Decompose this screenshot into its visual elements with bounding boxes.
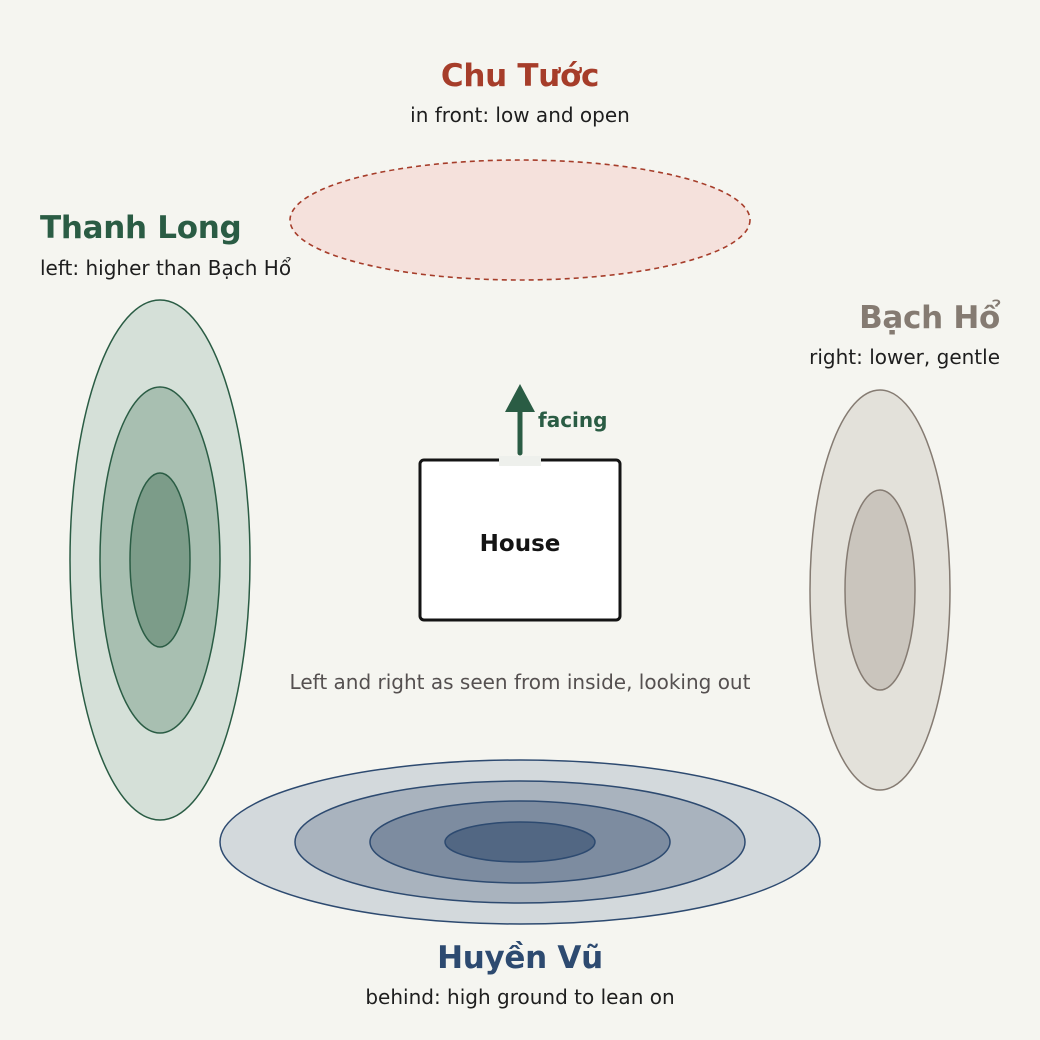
facing-arrow-head-icon: [505, 384, 535, 412]
house-label: House: [479, 531, 561, 557]
huyen-vu-title: Huyền Vũ: [437, 940, 603, 976]
thanh-long-title: Thanh Long: [40, 210, 242, 246]
chu-tuoc-title: Chu Tước: [440, 58, 600, 94]
huyen-vu-ring-4: [444, 821, 596, 863]
chu-tuoc-shape: [289, 159, 751, 281]
huyen-vu-shape: [219, 759, 821, 925]
bach-ho-title: Bạch Hổ: [859, 300, 1000, 336]
bach-ho-ring-inner: [844, 489, 916, 691]
bach-ho-subtitle: right: lower, gentle: [809, 345, 1000, 369]
bach-ho-shape: [809, 389, 951, 791]
facing-arrow: [505, 384, 535, 456]
thanh-long-ring-inner: [129, 472, 191, 648]
facing-label: facing: [538, 408, 608, 432]
house-door-gap: [499, 456, 541, 466]
thanh-long-shape: [69, 299, 251, 821]
thanh-long-subtitle: left: higher than Bạch Hổ: [40, 256, 292, 280]
chu-tuoc-subtitle: in front: low and open: [410, 103, 630, 127]
chu-tuoc-oval: [289, 159, 751, 281]
huyen-vu-subtitle: behind: high ground to lean on: [365, 985, 675, 1009]
orientation-note: Left and right as seen from inside, look…: [289, 670, 751, 694]
